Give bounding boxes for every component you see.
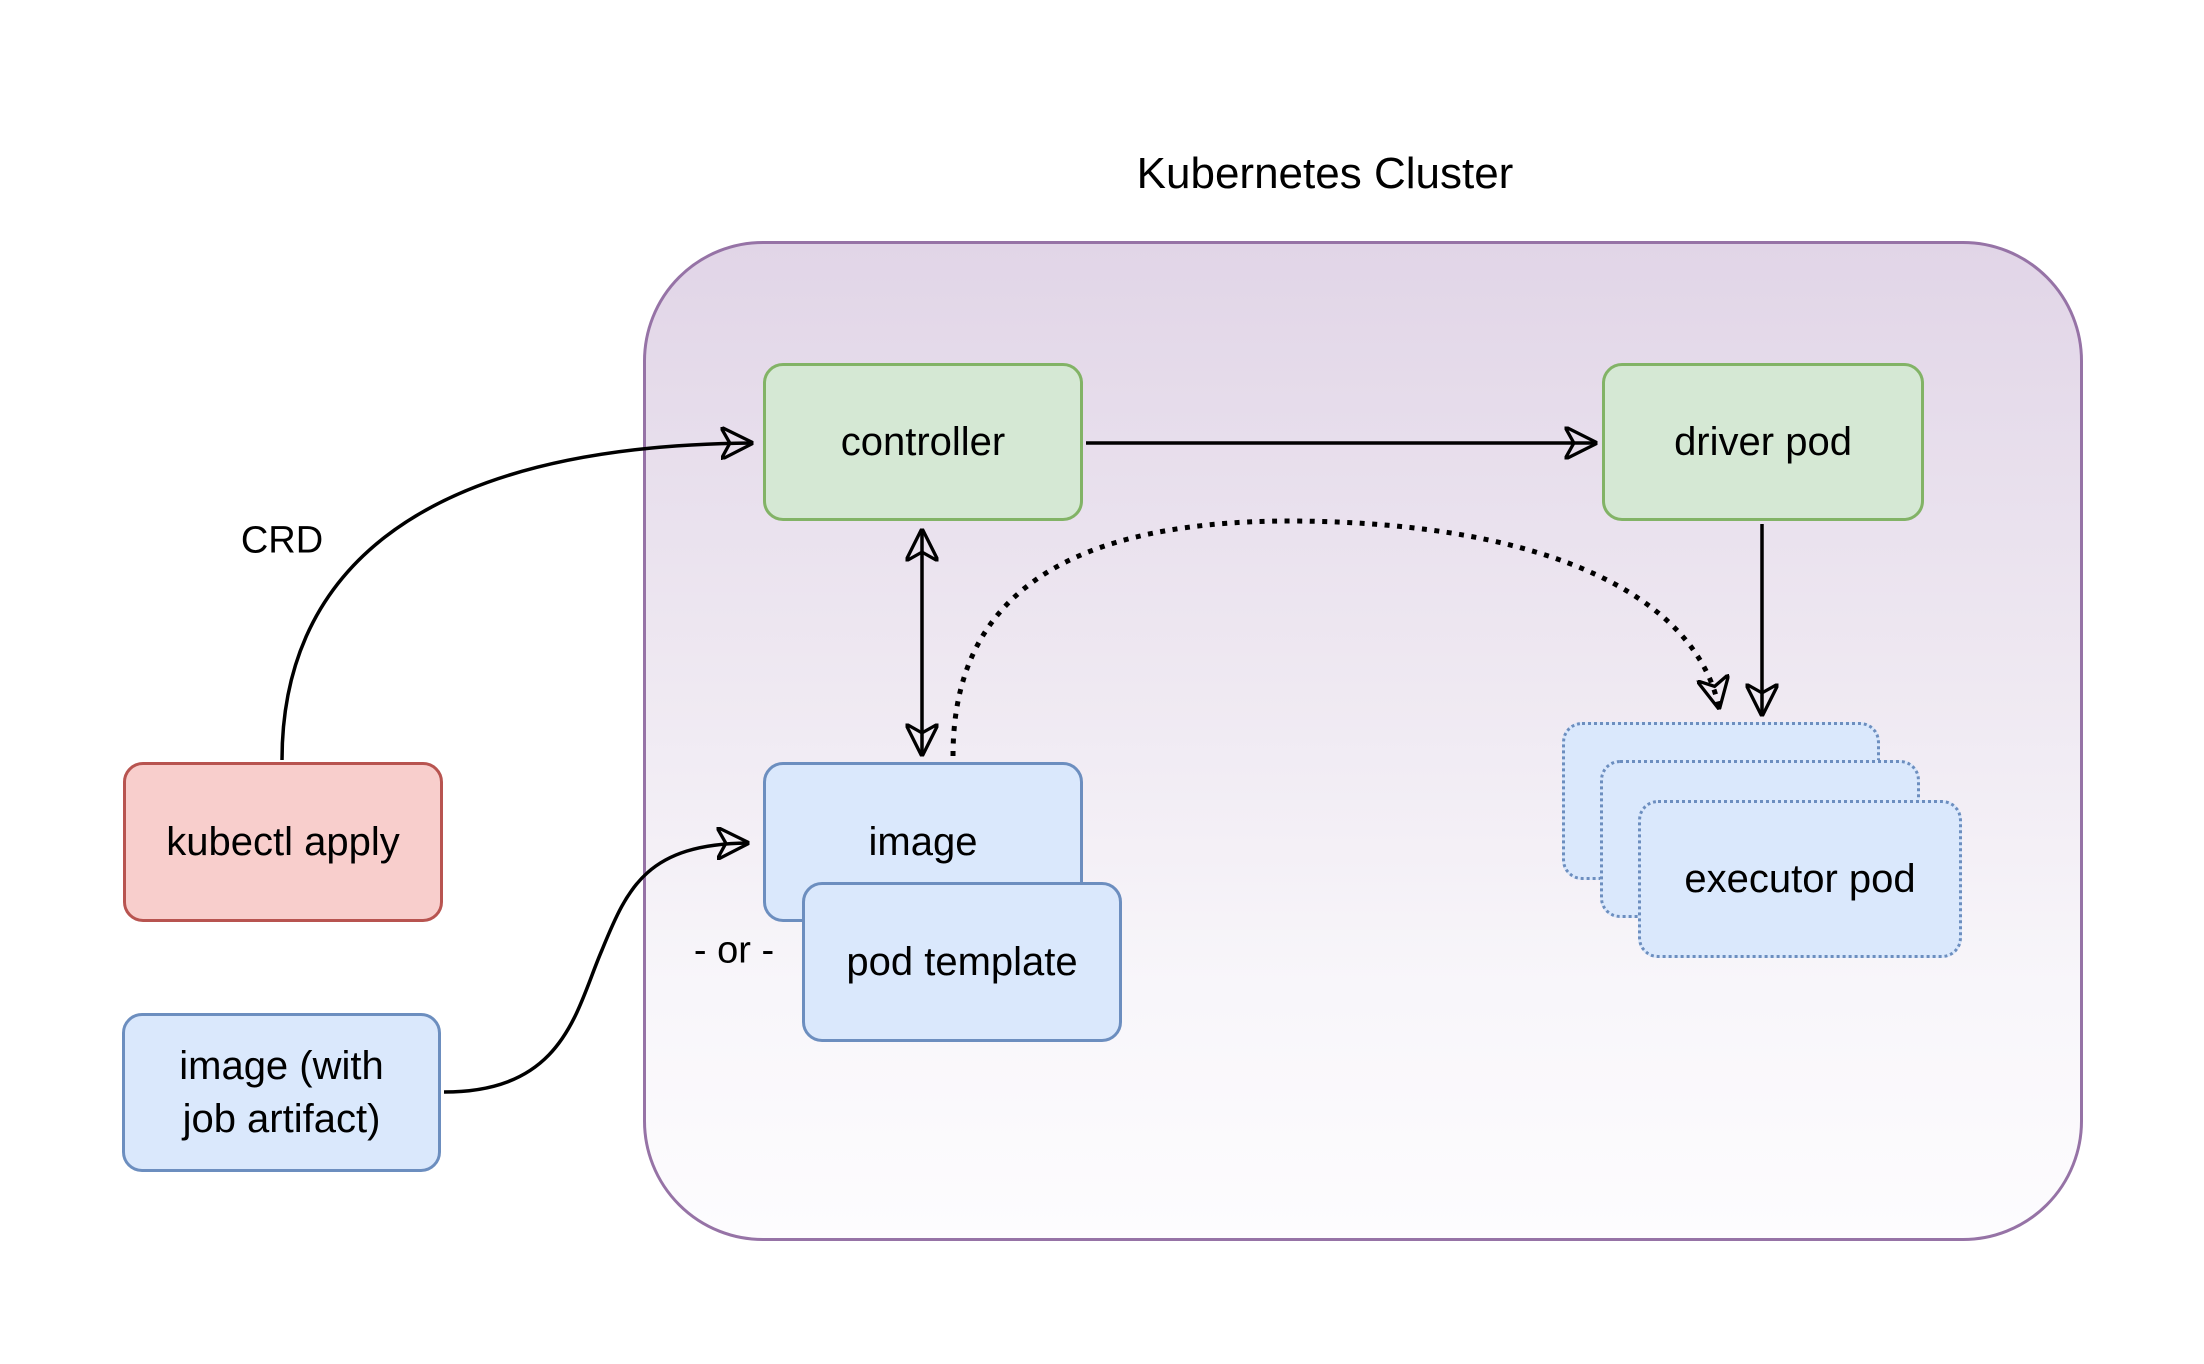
edge-label-or: - or -: [693, 929, 775, 972]
node-image-with-job-artifact: image (with job artifact): [122, 1013, 441, 1172]
node-pod-template-label: pod template: [846, 939, 1078, 984]
node-driver-pod: driver pod: [1602, 363, 1924, 521]
node-image-with-job-artifact-label: image (with job artifact): [179, 1043, 384, 1141]
node-kubectl-apply: kubectl apply: [123, 762, 443, 922]
node-executor-pod-front-label: executor pod: [1684, 856, 1916, 901]
node-driver-pod-label: driver pod: [1674, 419, 1852, 464]
cluster-title: Kubernetes Cluster: [1136, 149, 1514, 198]
node-executor-pod-front: executor pod: [1638, 800, 1962, 958]
edge-label-crd: CRD: [240, 519, 324, 562]
node-controller: controller: [763, 363, 1083, 521]
node-controller-label: controller: [840, 419, 1006, 464]
node-image-label: image: [868, 819, 978, 864]
node-pod-template: pod template: [802, 882, 1122, 1042]
node-kubectl-apply-label: kubectl apply: [166, 819, 400, 864]
